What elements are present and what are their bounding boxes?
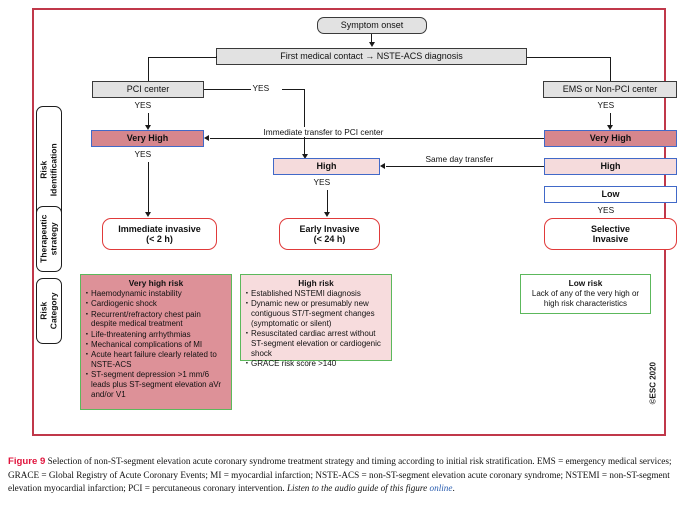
connector-pci-right-arm2 (282, 89, 305, 91)
arrowhead-pci-to-veryhigh (145, 125, 151, 130)
arrowhead-same-day-transfer (380, 163, 385, 169)
risk-category-label-line1: Risk (38, 302, 49, 320)
therapy-immediate-line2: (< 2 h) (146, 234, 173, 244)
copyright-notice: ©ESC 2020 (648, 362, 657, 405)
list-item: Dynamic new or presumably new contiguous… (245, 298, 387, 328)
list-item: Acute heart failure clearly related to N… (85, 349, 227, 370)
section-tab-risk-category-label: Risk Category (38, 292, 59, 330)
section-tab-risk-category: Risk Category (36, 278, 62, 344)
node-risk-low-ems[interactable]: Low (544, 186, 677, 203)
arrowhead-symptom-to-contact (368, 42, 375, 47)
section-tab-therapeutic-strategy-label: Therapeutic strategy (38, 214, 59, 264)
risk-category-label-line2: Category (48, 292, 58, 330)
therapy-early-line1: Early Invasive (299, 223, 360, 234)
connector-contact-to-pci (148, 56, 150, 82)
list-item: Life-threatening arrhythmias (85, 329, 227, 341)
node-risk-very-high-pci[interactable]: Very High (91, 130, 204, 147)
list-item: GRACE risk score >140 (245, 358, 387, 370)
edge-label-veryhigh-yes: YES (134, 149, 152, 159)
section-tab-therapeutic-strategy: Therapeutic strategy (36, 206, 62, 272)
figure-caption-end: . (452, 482, 455, 493)
low-risk-body: Lack of any of the very high or high ris… (531, 289, 640, 308)
node-pci-center[interactable]: PCI center (92, 81, 204, 98)
high-risk-title: High risk (298, 278, 334, 288)
arrowhead-pci-branch-to-high (301, 154, 308, 159)
connector-pci-to-veryhigh (147, 113, 149, 126)
edge-label-same-day-transfer: Same day transfer (424, 154, 495, 164)
very-high-risk-title: Very high risk (128, 278, 184, 288)
list-item: Resuscitated cardiac arrest without ST-s… (245, 328, 387, 358)
edge-label-high-yes: YES (313, 177, 331, 187)
low-risk-title: Low risk (568, 278, 603, 288)
figure-caption: Figure 9 Selection of non-ST-segment ele… (8, 455, 692, 495)
figure-audio-note: Listen to the audio guide of this figure (286, 482, 428, 493)
high-risk-list: Established NSTEMI diagnosis Dynamic new… (245, 288, 387, 370)
edge-label-low-yes: YES (597, 205, 615, 215)
connector-same-day-transfer (386, 166, 544, 168)
edge-label-pci-branch-yes: YES (251, 83, 271, 93)
edge-label-immediate-transfer: Immediate transfer to PCI center (262, 127, 385, 137)
connector-high-to-early (326, 190, 328, 213)
figure-audio-link[interactable]: online (429, 482, 453, 493)
connector-immediate-transfer (210, 138, 544, 140)
arrowhead-immediate-transfer (204, 135, 209, 141)
arrowhead-ems-to-veryhigh (607, 125, 613, 130)
connector-pci-right-arm (204, 89, 251, 91)
therapy-selective-line1: Selective (590, 223, 631, 234)
connector-contact-right-arm (527, 56, 611, 58)
risk-identification-label-line2: Identification (48, 143, 59, 197)
list-item: Haemodynamic instability (85, 288, 227, 300)
connector-pci-branch-drop (304, 89, 306, 156)
panel-high-risk: High risk Established NSTEMI diagnosis D… (240, 274, 392, 370)
edge-label-pci-yes: YES (134, 100, 152, 110)
node-therapy-immediate-invasive[interactable]: Immediate invasive (< 2 h) (102, 218, 217, 250)
arrowhead-veryhigh-to-immediate (145, 212, 151, 217)
therapeutic-strategy-label-line2: strategy (48, 222, 58, 256)
arrowhead-high-to-early (324, 212, 330, 217)
panel-very-high-risk: Very high risk Haemodynamic instability … (80, 274, 232, 410)
list-item: Established NSTEMI diagnosis (245, 288, 387, 300)
node-therapy-selective-invasive[interactable]: Selective Invasive (544, 218, 677, 250)
figure-frame: Risk Identification Therapeutic strategy… (32, 8, 677, 436)
node-risk-very-high-ems[interactable]: Very High (544, 130, 677, 147)
very-high-risk-list: Haemodynamic instability Cardiogenic sho… (85, 288, 227, 399)
figure-label: Figure 9 (8, 456, 46, 467)
therapy-selective-line2: Invasive (592, 234, 629, 244)
node-first-medical-contact[interactable]: First medical contact → NSTE-ACS diagnos… (216, 48, 527, 65)
connector-ems-to-veryhigh (609, 113, 611, 126)
list-item: Cardiogenic shock (85, 298, 227, 310)
connector-veryhigh-to-immediate (147, 162, 149, 213)
node-ems-non-pci-center[interactable]: EMS or Non-PCI center (543, 81, 677, 98)
node-symptom-onset[interactable]: Symptom onset (317, 17, 427, 34)
connector-symptom-to-contact (371, 34, 373, 43)
list-item: Mechanical complications of MI (85, 339, 227, 351)
connector-contact-to-ems (610, 56, 612, 82)
list-item: ST-segment depression >1 mm/6 leads plus… (85, 369, 227, 399)
node-risk-high-middle[interactable]: High (273, 158, 380, 175)
edge-label-ems-yes: YES (597, 100, 615, 110)
therapy-early-line2: (< 24 h) (313, 234, 346, 244)
figure-abbreviations: EMS = emergency medical services; GRACE … (8, 456, 672, 493)
panel-low-risk: Low risk Lack of any of the very high or… (520, 274, 651, 314)
section-tab-risk-identification-label: Risk Identification (38, 143, 59, 197)
node-risk-high-ems[interactable]: High (544, 158, 677, 175)
list-item: Recurrent/refractory chest pain despite … (85, 309, 227, 330)
figure-caption-main: Selection of non-ST-segment elevation ac… (47, 456, 535, 466)
therapeutic-strategy-label-line1: Therapeutic (38, 214, 49, 264)
risk-identification-label-line1: Risk (38, 161, 49, 179)
connector-contact-left-arm (148, 56, 217, 58)
node-therapy-early-invasive[interactable]: Early Invasive (< 24 h) (279, 218, 380, 250)
therapy-immediate-line1: Immediate invasive (118, 223, 201, 234)
